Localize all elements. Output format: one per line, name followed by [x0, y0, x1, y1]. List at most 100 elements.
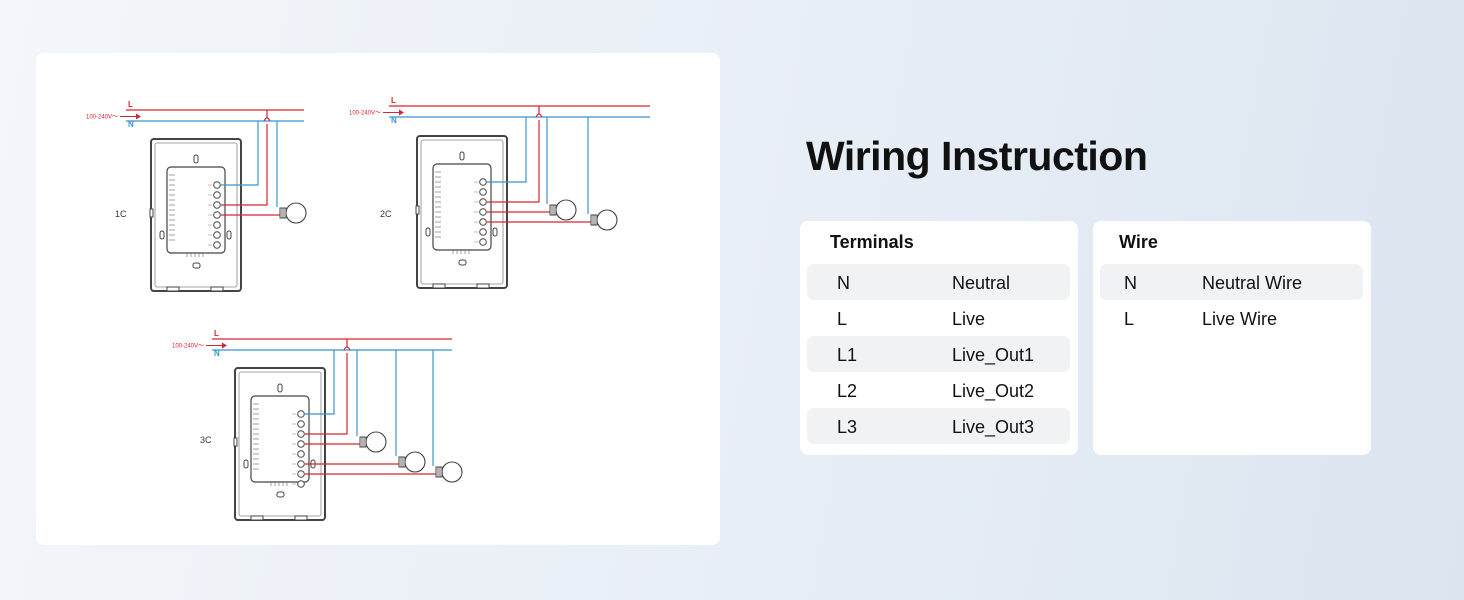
terminal-value: Live_Out3 [952, 417, 1035, 437]
terminal-row: L3 Live_Out3 [807, 408, 1070, 444]
mount-slot [243, 459, 249, 469]
terminal-screw [297, 480, 305, 488]
terminal-screw [213, 201, 221, 209]
terminal-key: L [837, 309, 848, 329]
variant-label-3c: 3C [200, 435, 212, 445]
switch-2c [415, 135, 508, 289]
bulb-icon [590, 209, 618, 231]
mount-slot [425, 227, 431, 237]
terminal-row: L1 Live_Out1 [807, 336, 1070, 372]
terminal-screw [213, 211, 221, 219]
terminal-screw [213, 221, 221, 229]
switch-3c [233, 367, 326, 521]
bulb-glass [596, 209, 618, 231]
terminal-screw [297, 420, 305, 428]
bulb-icon [435, 461, 463, 483]
plate-foot [250, 515, 264, 521]
live-wire [221, 124, 268, 206]
wiring-diagram: L N 100-240V～ 1C L N 100-240V～ 2C L N 100-240V～ 3C [86, 96, 650, 521]
live-line-label: L [214, 329, 219, 338]
terminals-heading: Terminals [830, 232, 914, 252]
wire-key: N [1124, 273, 1137, 293]
bulb-icon [279, 202, 307, 224]
bulb-base [359, 436, 367, 448]
terminal-screw [297, 410, 305, 418]
neutral-wire [305, 350, 335, 415]
bulb-glass [285, 202, 307, 224]
live-line-label: L [391, 96, 396, 105]
terminal-screw [213, 241, 221, 249]
switch-module [432, 163, 492, 251]
terminal-screw [479, 238, 487, 246]
plate-foot [294, 515, 308, 521]
bulb-glass [404, 451, 426, 473]
terminal-key: L1 [837, 345, 858, 365]
switch-module [250, 395, 310, 483]
neutral-line-label: N [128, 120, 134, 129]
terminal-screw [297, 450, 305, 458]
variant-label-1c: 1C [115, 209, 127, 219]
mount-slot [226, 230, 232, 240]
terminal-row: L Live [807, 300, 1070, 336]
neutral-wire [221, 121, 259, 186]
terminal-screw [479, 228, 487, 236]
plate-foot [166, 286, 180, 292]
terminal-screw [213, 191, 221, 199]
bulb-base [279, 207, 287, 219]
mount-slot [277, 383, 283, 393]
page-title: Wiring Instruction [806, 133, 1148, 179]
terminal-value: Live [952, 309, 986, 329]
terminal-key: N [837, 273, 850, 293]
supply-arrow-head [136, 113, 141, 120]
terminal-screw [297, 470, 305, 478]
terminal-screw [479, 208, 487, 216]
wire-table: Wire N Neutral Wire L Live Wire [1093, 221, 1371, 455]
mount-slot [492, 227, 498, 237]
side-clip [149, 208, 154, 218]
terminal-screw [479, 218, 487, 226]
bulb-base [590, 214, 598, 226]
plate-foot [432, 283, 446, 289]
live-wire [305, 353, 348, 435]
variant-label-2c: 2C [380, 209, 392, 219]
neutral-wire [487, 117, 527, 183]
terminal-screw [213, 181, 221, 189]
live-line-label: L [128, 100, 133, 109]
terminal-row: L2 Live_Out2 [807, 372, 1070, 408]
wiring-diagram-card: L N 100-240V～ 1C L N 100-240V～ 2C L N 100-240V～ 3C [36, 53, 720, 545]
mount-slot [458, 259, 467, 266]
supply-voltage-label: 100-240V～ [349, 111, 381, 117]
supply-voltage-label: 100-240V～ [172, 344, 204, 350]
bulb-base [549, 204, 557, 216]
wire-key: L [1124, 309, 1135, 329]
terminal-screw [297, 460, 305, 468]
bulb-base [435, 466, 443, 478]
terminal-key: L3 [837, 417, 858, 437]
supply-voltage-label: 100-240V～ [86, 115, 118, 121]
mount-slot [276, 491, 285, 498]
terminal-screw [479, 198, 487, 206]
mount-slot [159, 230, 165, 240]
bulb-glass [365, 431, 387, 453]
bulb-icon [359, 431, 387, 453]
supply-arrow-head [222, 342, 227, 349]
terminal-key: L2 [837, 381, 858, 401]
side-clip [233, 437, 238, 447]
wire-value: Live Wire [1202, 309, 1278, 329]
side-clip [415, 205, 420, 215]
switch-module [166, 166, 226, 254]
bulb-base [398, 456, 406, 468]
wire-row: L Live Wire [1100, 300, 1363, 336]
plate-foot [476, 283, 490, 289]
bulb-icon [398, 451, 426, 473]
live-wire [487, 120, 540, 203]
terminal-screw [479, 178, 487, 186]
bulb-glass [441, 461, 463, 483]
terminal-screw [213, 231, 221, 239]
terminal-value: Live_Out1 [952, 345, 1035, 365]
mount-slot [193, 154, 199, 164]
supply-arrow-head [399, 109, 404, 116]
neutral-line-label: N [214, 349, 220, 358]
neutral-line-label: N [391, 116, 397, 125]
wire-heading: Wire [1119, 232, 1158, 252]
